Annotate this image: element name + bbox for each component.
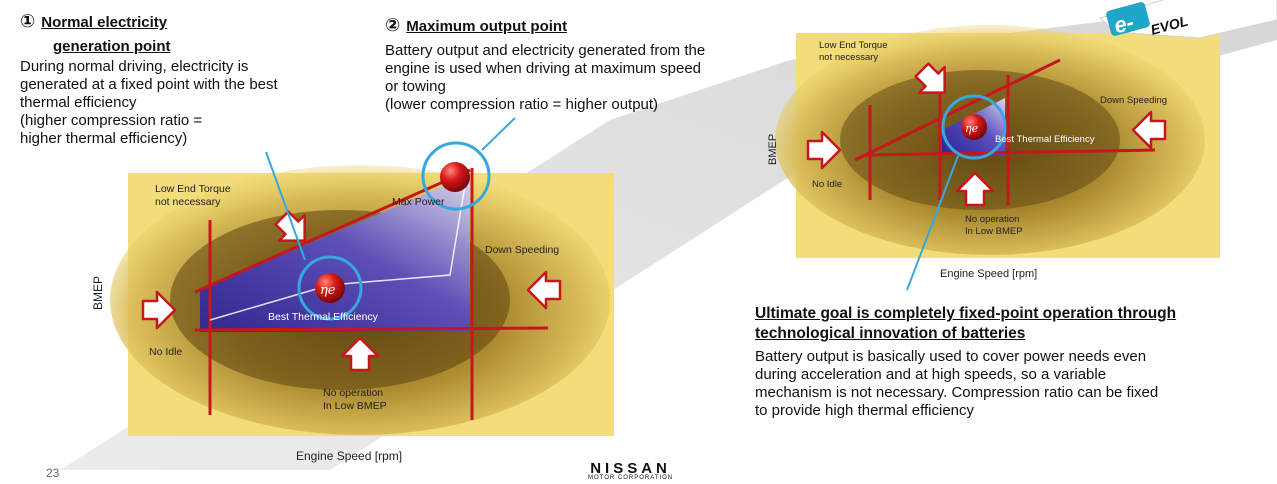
red-dot-icon [961,114,987,140]
section2-body-line: (lower compression ratio = higher output… [385,96,659,113]
section2-title-text: Maximum output point [406,18,568,35]
no-operation-label: In Low BMEP [965,226,1023,237]
goal-body: Battery output is basically used to cove… [755,348,1158,420]
brand-subtitle: MOTOR CORPORATION [588,475,674,481]
eta-symbol: ηe [320,283,336,298]
best-thermal-efficiency-label: Best Thermal Efficiency [995,134,1095,145]
high-efficiency-zone [200,175,470,332]
eta-symbol: ηe [965,122,979,135]
section1-body-line: higher thermal efficiency) [20,130,188,147]
low-end-torque-label: not necessary [819,52,878,63]
red-dot-icon [440,162,470,192]
no-idle-label: No Idle [812,179,842,190]
goal-body-line: to provide high thermal efficiency [755,402,975,419]
x-axis-label: Engine Speed [rpm] [940,268,1037,280]
no-operation-label: In Low BMEP [323,400,387,412]
section1-body-line: thermal efficiency [20,94,137,111]
section1-body-line: (higher compression ratio = [20,112,203,129]
right-efficiency-map: Low End Torque not necessary Down Speedi… [767,25,1220,291]
e-power-badge: e- EVOL [1099,0,1277,39]
max-power-label: Max Power [392,196,445,208]
goal-title-line2: technological innovation of batteries [755,325,1026,342]
section2-body-line: engine is used when driving at maximum s… [385,60,702,77]
operating-boundary-lines [194,168,549,420]
best-thermal-efficiency-label: Best Thermal Efficiency [268,311,379,323]
y-axis-label: BMEP [767,134,779,165]
nissan-logo: NISSAN MOTOR CORPORATION [588,460,673,481]
callout-line [906,155,959,291]
callout-line [265,151,306,261]
section1-body-line: generated at a fixed point with the best [20,76,278,93]
red-dot-icon [315,273,345,303]
section2-number: ② [385,15,401,35]
low-end-torque-label: Low End Torque [819,40,888,51]
goal-body-line: Battery output is basically used to cove… [755,348,1147,365]
goal-body-line: during acceleration and at high speeds, … [755,366,1107,383]
section2-body: Battery output and electricity generated… [385,42,705,114]
left-efficiency-map: Low End Torque not necessary Max Power D… [91,117,614,463]
no-idle-label: No Idle [149,346,182,358]
brand-name: NISSAN [590,460,671,477]
section1-title-line2: generation point [53,38,171,55]
low-end-torque-label: not necessary [155,196,221,208]
operating-boundary-lines [854,58,1156,205]
goal-title-line1: Ultimate goal is completely fixed-point … [755,305,1177,322]
y-axis-label: BMEP [91,276,105,310]
down-speeding-label: Down Speeding [485,244,559,256]
max-power-circle [421,141,491,211]
best-efficiency-circle [297,255,363,321]
section2-body-line: Battery output and electricity generated… [385,42,706,59]
no-operation-label: No operation [323,387,383,399]
section1-body-line: During normal driving, electricity is [20,58,249,75]
section1-title-line1: Normal electricity [41,14,168,31]
down-speeding-label: Down Speeding [1100,95,1167,106]
goal-body-line: mechanism is not necessary. Compression … [755,384,1159,401]
section1-number: ① [20,11,36,31]
x-axis-label: Engine Speed [rpm] [296,449,402,463]
no-operation-label: No operation [965,214,1019,225]
page-number: 23 [46,466,60,480]
section2-title: ② Maximum output point [385,16,567,36]
section1-title: ① Normal electricity [20,12,167,32]
low-end-torque-label: Low End Torque [155,183,231,195]
section2-body-line: or towing [385,78,446,95]
best-efficiency-circle [941,94,1007,160]
callout-line [481,117,516,151]
section1-body: During normal driving, electricity is ge… [20,58,278,148]
